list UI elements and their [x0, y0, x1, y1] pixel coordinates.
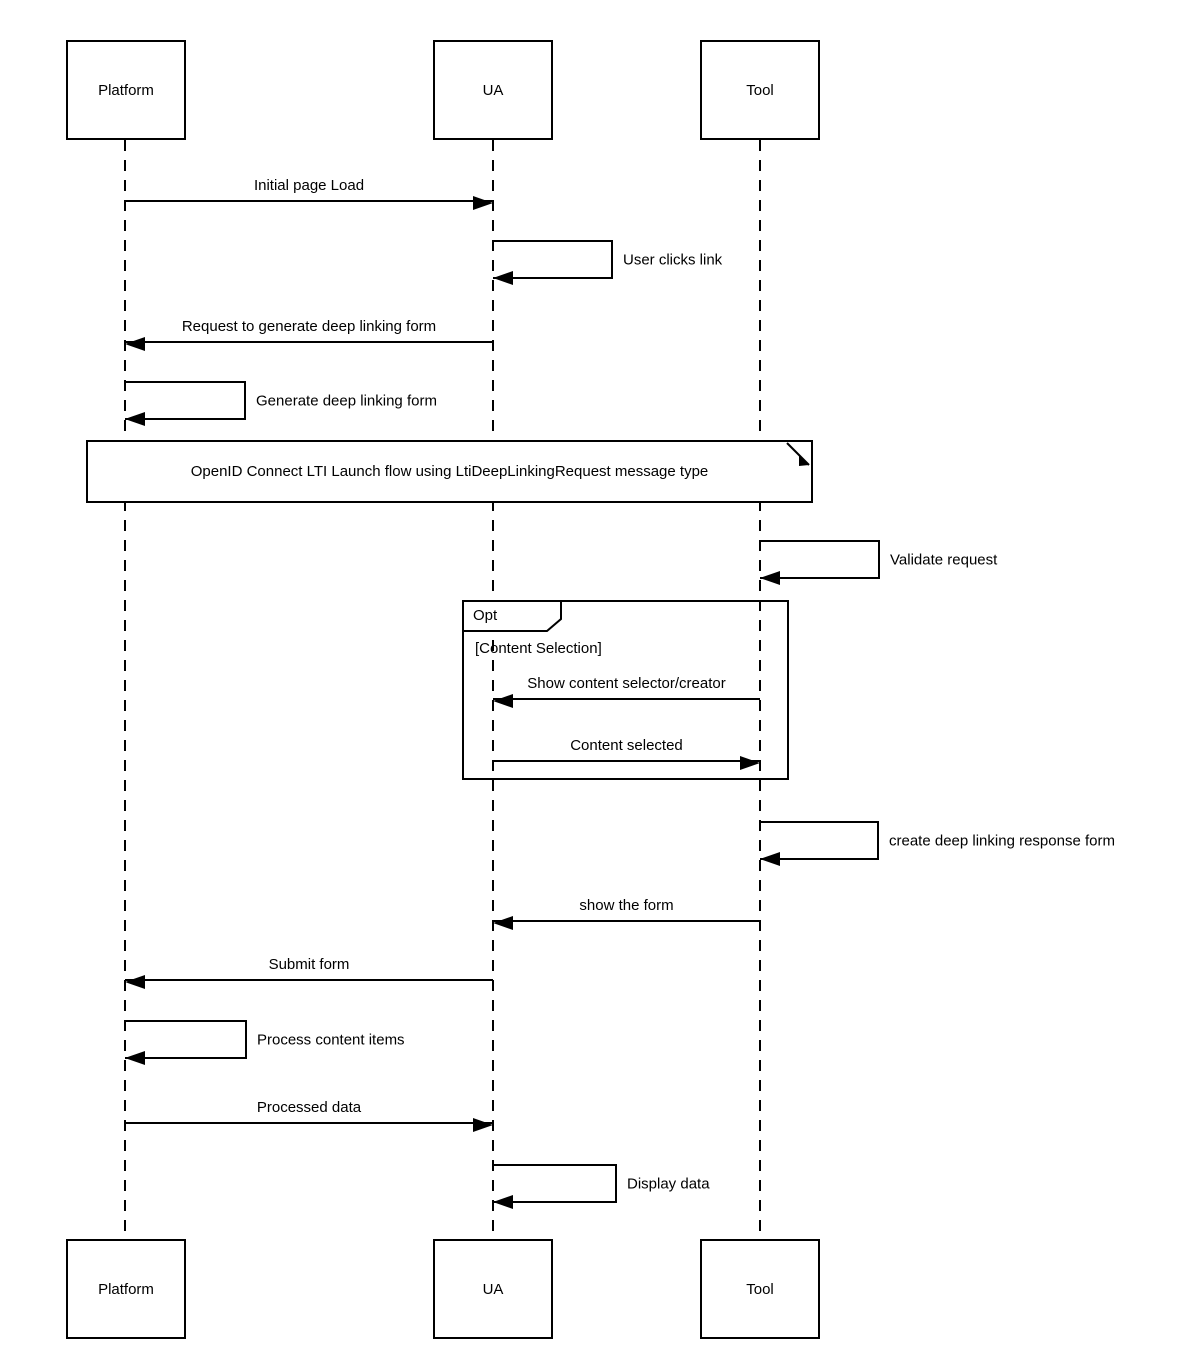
- message-line: [493, 756, 760, 770]
- arrowhead-left-icon: [760, 571, 780, 585]
- message-processed-data: Processed data: [125, 1098, 493, 1132]
- arrowhead-left-icon: [125, 975, 145, 989]
- actor-label-ua: UA: [482, 1280, 504, 1298]
- actor-label-tool: Tool: [746, 1280, 774, 1298]
- arrowhead-left-icon: [493, 1195, 513, 1209]
- message-label: Validate request: [890, 551, 998, 568]
- message-line: [125, 337, 493, 351]
- self-message-line: [493, 240, 613, 279]
- actor-label-ua: UA: [482, 81, 504, 99]
- message-label: Show content selector/creator: [527, 675, 726, 692]
- message-label: Content selected: [570, 737, 683, 754]
- message-label: Initial page Load: [253, 177, 365, 194]
- message-generate-form: Generate deep linking form: [125, 381, 437, 426]
- arrowhead-left-icon: [493, 916, 513, 930]
- message-label: Request to generate deep linking form: [181, 318, 437, 335]
- actor-box-platform-bottom: Platform: [66, 1239, 186, 1339]
- message-label: show the form: [579, 897, 674, 914]
- message-create-response-form: create deep linking response form: [760, 821, 1115, 866]
- message-request-generate-form: Request to generate deep linking form: [125, 317, 493, 351]
- message-label: create deep linking response form: [889, 832, 1115, 849]
- message-label: Process content items: [257, 1031, 405, 1048]
- note-text: OpenID Connect LTI Launch flow using Lti…: [190, 463, 709, 480]
- fragment-tab: [462, 600, 562, 632]
- arrowhead-left-icon: [125, 412, 145, 426]
- self-message-line: [760, 540, 880, 579]
- message-initial-page-load: Initial page Load: [125, 176, 493, 210]
- message-label: User clicks link: [623, 251, 723, 268]
- message-line: [125, 1118, 493, 1132]
- arrowhead-left-icon: [125, 337, 145, 351]
- lifeline-ua: [492, 140, 494, 1239]
- actor-box-tool-bottom: Tool: [700, 1239, 820, 1339]
- actor-box-ua-bottom: UA: [433, 1239, 553, 1339]
- opt-fragment: Opt [Content Selection]: [462, 600, 789, 780]
- lifeline-platform: [124, 140, 126, 1239]
- message-validate-request: Validate request: [760, 540, 997, 585]
- actor-box-ua-top: UA: [433, 40, 553, 140]
- message-show-content-selector: Show content selector/creator: [493, 674, 760, 708]
- message-label: Display data: [627, 1175, 710, 1192]
- message-label: Submit form: [268, 956, 350, 973]
- arrowhead-right-icon: [473, 1118, 493, 1132]
- lifeline-tool: [759, 140, 761, 1239]
- message-display-data: Display data: [493, 1164, 710, 1209]
- self-message-line: [493, 1164, 617, 1203]
- actor-label-tool: Tool: [746, 81, 774, 99]
- fragment-operator: Opt: [473, 607, 498, 624]
- arrowhead-left-icon: [760, 852, 780, 866]
- arrowhead-left-icon: [125, 1051, 145, 1065]
- arrowhead-right-icon: [473, 196, 493, 210]
- self-message-line: [125, 381, 246, 420]
- actor-label-platform: Platform: [98, 1280, 154, 1298]
- actor-box-platform-top: Platform: [66, 40, 186, 140]
- fragment-guard: [Content Selection]: [475, 640, 602, 657]
- message-submit-form: Submit form: [125, 955, 493, 989]
- message-line: [125, 196, 493, 210]
- note-lti-launch-flow: OpenID Connect LTI Launch flow using Lti…: [86, 440, 813, 503]
- actor-label-platform: Platform: [98, 81, 154, 99]
- message-content-selected: Content selected: [493, 736, 760, 770]
- note-fold-icon: [786, 442, 810, 466]
- message-line: [493, 916, 760, 930]
- message-line: [493, 694, 760, 708]
- arrowhead-right-icon: [740, 756, 760, 770]
- self-message-line: [125, 1020, 247, 1059]
- message-label: Processed data: [256, 1099, 362, 1116]
- message-show-the-form: show the form: [493, 896, 760, 930]
- message-line: [125, 975, 493, 989]
- message-label: Generate deep linking form: [256, 392, 437, 409]
- actor-box-tool-top: Tool: [700, 40, 820, 140]
- message-process-content-items: Process content items: [125, 1020, 405, 1065]
- self-message-line: [760, 821, 879, 860]
- message-user-clicks-link: User clicks link: [493, 240, 722, 285]
- arrowhead-left-icon: [493, 694, 513, 708]
- arrowhead-left-icon: [493, 271, 513, 285]
